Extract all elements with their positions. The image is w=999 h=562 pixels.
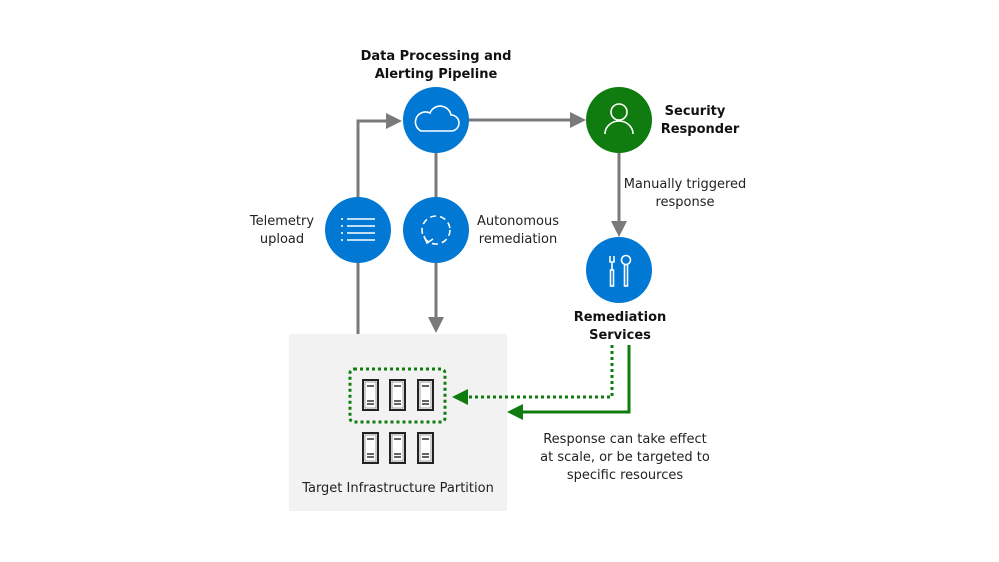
refresh-icon <box>421 215 451 245</box>
solid-arrow-scale-response <box>507 345 631 420</box>
autonomous-node <box>403 197 469 263</box>
responder-node <box>586 87 652 153</box>
server-icon <box>417 379 434 411</box>
server-icon <box>362 379 379 411</box>
server-icon <box>417 432 434 464</box>
autonomous-label-line2: remediation <box>478 232 558 247</box>
list-icon <box>341 218 375 241</box>
server-icon <box>362 432 379 464</box>
telemetry-node <box>325 197 391 263</box>
response-note-line2: at scale, or be targeted to <box>540 450 710 465</box>
remediation-title-line2: Services <box>589 328 651 343</box>
manual-label-line1: Manually triggered <box>623 177 747 192</box>
person-icon <box>604 103 634 135</box>
dotted-arrow-targeted-response <box>452 345 614 405</box>
targeted-selection-box <box>348 367 447 424</box>
pipeline-title-line2: Alerting Pipeline <box>374 67 498 82</box>
server-icon <box>389 432 406 464</box>
tools-icon <box>609 254 632 287</box>
response-note-line3: specific resources <box>566 468 684 483</box>
responder-title-line2: Responder <box>660 122 740 137</box>
pipeline-title-line1: Data Processing and <box>360 49 512 64</box>
partition-label: Target Infrastructure Partition <box>302 481 494 496</box>
server-icon <box>389 379 406 411</box>
response-note-line1: Response can take effect <box>543 432 707 447</box>
autonomous-label-line1: Autonomous <box>476 214 559 229</box>
servers <box>362 379 434 464</box>
manual-label-line2: response <box>655 195 715 210</box>
pipeline-node <box>403 87 469 153</box>
arrow-pipeline-to-responder <box>469 112 586 128</box>
telemetry-label-line2: upload <box>259 232 305 247</box>
remediation-node <box>586 237 652 303</box>
responder-title-line1: Security <box>664 104 726 119</box>
arrow-responder-to-remediation <box>611 152 627 237</box>
remediation-title-line1: Remediation <box>573 310 667 325</box>
cloud-icon <box>414 105 460 132</box>
telemetry-label-line1: Telemetry <box>249 214 315 229</box>
